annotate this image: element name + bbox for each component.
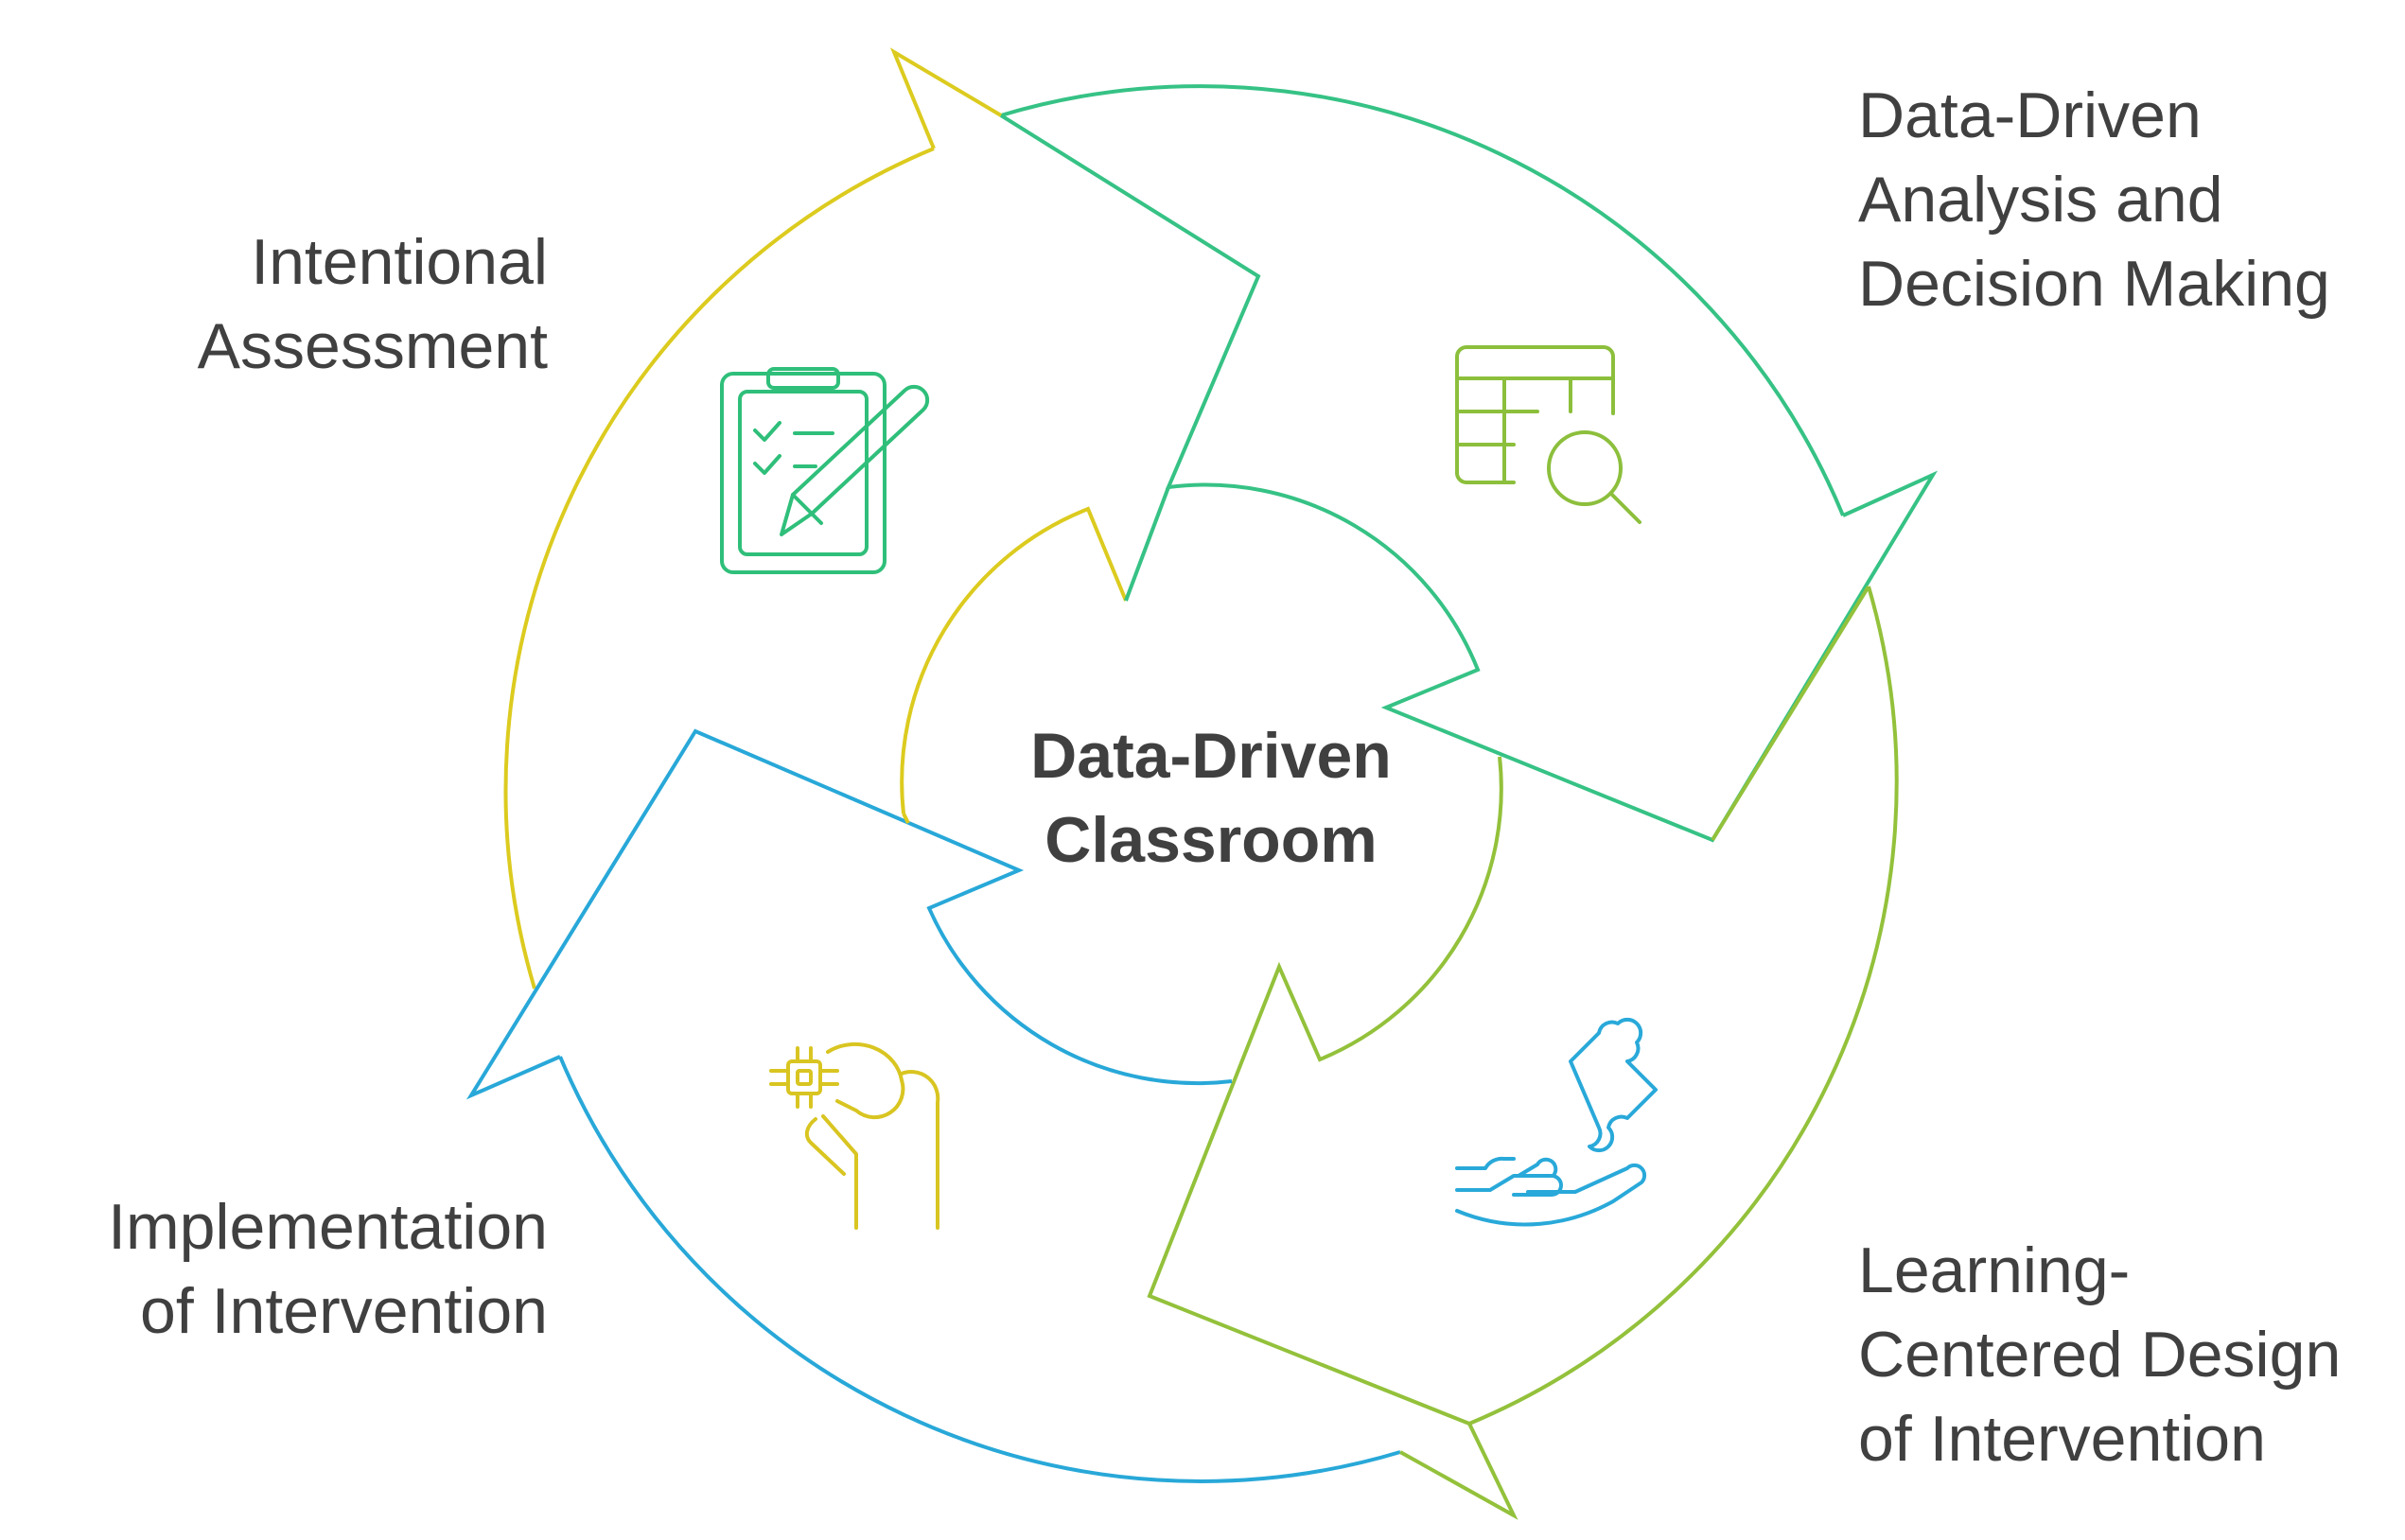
stage-label-data-driven-analysis: Data-Driven Analysis and Decision Making (1858, 74, 2330, 326)
stage-label-line: Implementation (108, 1191, 548, 1263)
spreadsheet-search-icon (1455, 345, 1641, 524)
stage-label-intentional-assessment: Intentional Assessment (198, 220, 548, 389)
outer-arc-green (1000, 84, 1845, 516)
hand-puzzle-icon (1455, 1017, 1658, 1227)
outer-arc-blue (558, 1056, 1401, 1483)
stage-label-line: Data-Driven (1858, 79, 2202, 151)
outer-arc-yellow (503, 147, 935, 989)
inner-arc-yellow-left (902, 813, 910, 824)
arrow-body-green-top (999, 114, 1939, 843)
stage-label-line: of Intervention (1858, 1403, 2266, 1475)
stage-label-line: Assessment (197, 310, 548, 382)
stage-label-line: of Intervention (140, 1275, 548, 1347)
center-title-line: Classroom (1045, 804, 1378, 876)
hand-joystick-icon (769, 1041, 940, 1230)
arrow-tail-yellow-join (1124, 486, 1170, 602)
stage-label-line: Centered Design (1858, 1319, 2342, 1391)
outer-arc-lime (1468, 586, 1899, 1426)
stage-label-line: Analysis and (1858, 164, 2223, 236)
arrow-body-lime (1147, 585, 1870, 1520)
stage-label-line: Decision Making (1858, 248, 2330, 320)
center-title-line: Data-Driven (1030, 720, 1392, 792)
center-title: Data-Driven Classroom (974, 714, 1448, 883)
stage-label-implementation: Implementation of Intervention (108, 1185, 548, 1354)
stage-label-learning-centered-design: Learning- Centered Design of Interventio… (1858, 1229, 2341, 1481)
arrow-head-top (889, 47, 1003, 149)
clipboard-checklist-icon (720, 367, 930, 574)
stage-label-line: Learning- (1858, 1234, 2131, 1306)
arrow-tail-yellow (900, 506, 1128, 814)
stage-label-line: Intentional (251, 226, 548, 298)
arrow-body-blue (465, 728, 1233, 1100)
